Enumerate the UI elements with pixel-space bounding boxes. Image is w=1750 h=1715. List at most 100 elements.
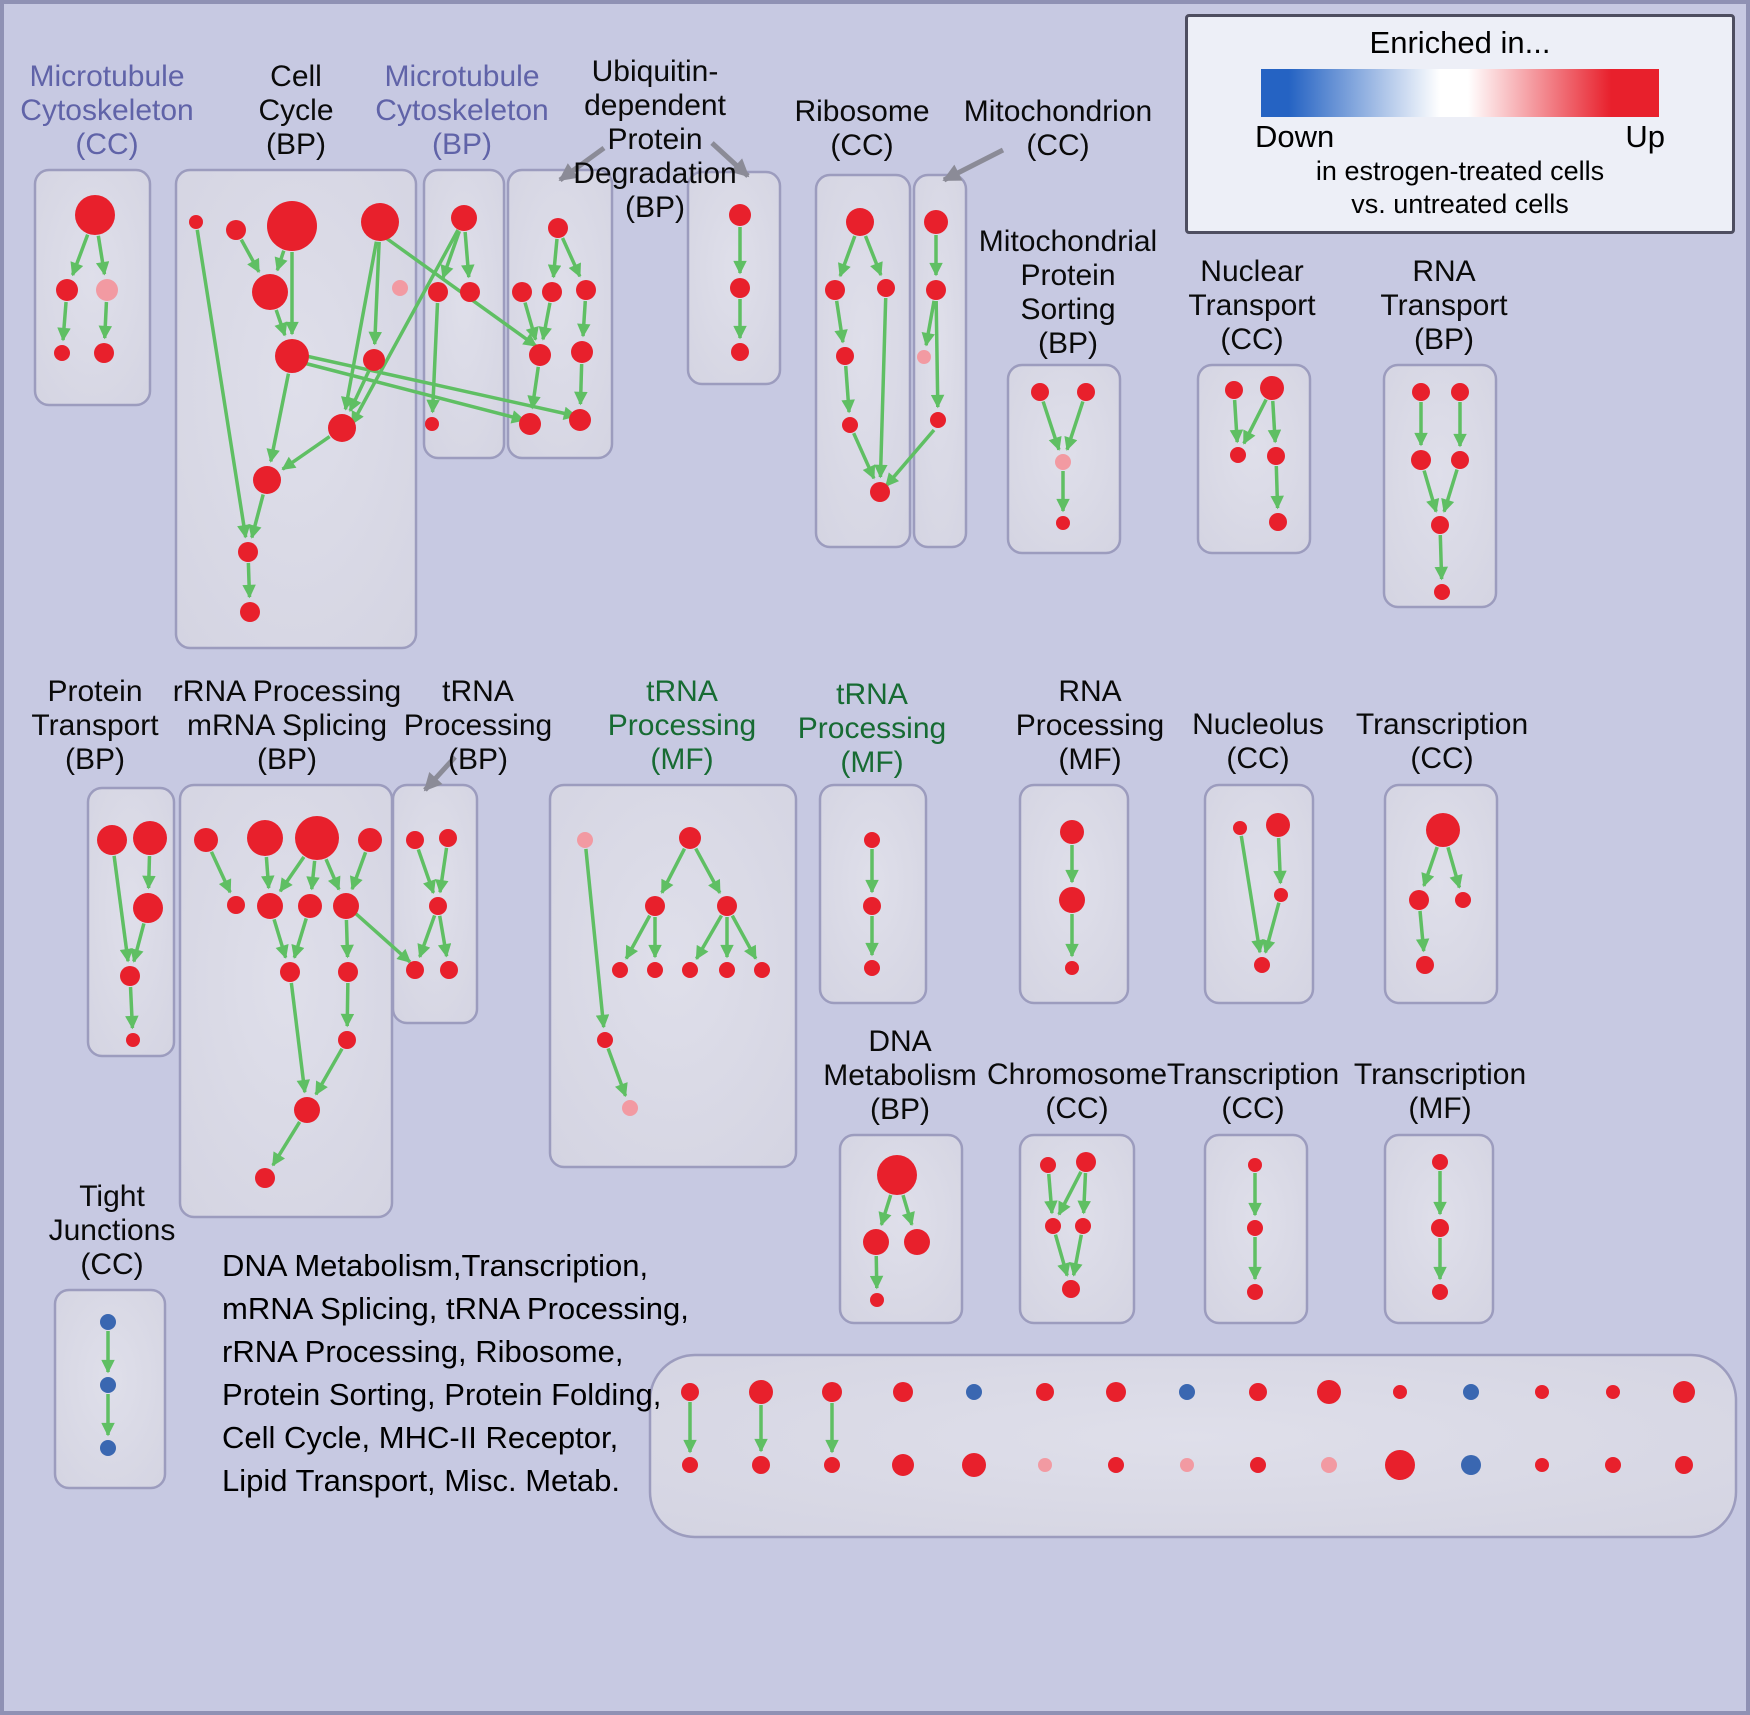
node bbox=[1463, 1384, 1479, 1400]
edge bbox=[527, 366, 541, 410]
edge bbox=[694, 847, 722, 895]
edge bbox=[416, 848, 436, 895]
node bbox=[824, 1457, 840, 1473]
node bbox=[904, 1229, 930, 1255]
node bbox=[1076, 1152, 1096, 1172]
node bbox=[1075, 1218, 1091, 1234]
node bbox=[597, 1032, 613, 1048]
caption-line: mRNA Splicing, tRNA Processing, bbox=[222, 1291, 689, 1326]
node bbox=[754, 962, 770, 978]
edge bbox=[1077, 1172, 1091, 1215]
node bbox=[1059, 887, 1085, 913]
node bbox=[295, 816, 339, 860]
node bbox=[425, 417, 439, 431]
group-box-ubiquitin-degradation-bp bbox=[506, 168, 614, 460]
node bbox=[682, 962, 698, 978]
edge bbox=[278, 855, 306, 893]
edge bbox=[694, 914, 724, 960]
edge bbox=[340, 919, 354, 959]
node bbox=[257, 893, 283, 919]
edge bbox=[437, 915, 452, 958]
node bbox=[892, 1454, 914, 1476]
node bbox=[1431, 1219, 1449, 1237]
label-pointer-arrow bbox=[710, 141, 750, 178]
node bbox=[1250, 1457, 1266, 1473]
node bbox=[730, 278, 750, 298]
edge bbox=[435, 847, 449, 894]
node bbox=[622, 1100, 638, 1116]
node bbox=[1606, 1385, 1620, 1399]
node bbox=[54, 345, 70, 361]
group-box-protein-transport-bp bbox=[86, 786, 176, 1058]
node bbox=[966, 1384, 982, 1400]
edge bbox=[142, 855, 156, 890]
node bbox=[542, 282, 562, 302]
edge bbox=[239, 238, 261, 274]
node bbox=[1248, 1158, 1262, 1172]
node bbox=[247, 820, 283, 856]
group-box-nucleolus-cc bbox=[1203, 783, 1315, 1005]
node bbox=[267, 201, 317, 251]
edge bbox=[417, 914, 437, 959]
node bbox=[519, 413, 541, 435]
node bbox=[100, 1314, 116, 1330]
node bbox=[298, 894, 322, 918]
node bbox=[1065, 961, 1079, 975]
edge bbox=[834, 300, 848, 344]
node bbox=[863, 897, 881, 915]
node bbox=[1455, 892, 1471, 908]
edge bbox=[461, 231, 475, 279]
caption-line: Lipid Transport, Misc. Metab. bbox=[222, 1463, 620, 1498]
edge bbox=[560, 237, 582, 278]
node bbox=[1247, 1284, 1263, 1300]
node bbox=[1461, 1455, 1481, 1475]
node bbox=[428, 282, 448, 302]
node bbox=[1412, 383, 1430, 401]
node bbox=[392, 280, 408, 296]
edge bbox=[1267, 400, 1282, 444]
edge bbox=[1239, 835, 1265, 954]
legend-gradient-bar bbox=[1261, 69, 1659, 117]
edge bbox=[274, 250, 288, 272]
edge bbox=[314, 1047, 344, 1096]
edge bbox=[1229, 399, 1244, 444]
node bbox=[577, 832, 593, 848]
group-box-trna-processing-mf-2 bbox=[818, 783, 928, 1005]
edge bbox=[1262, 902, 1281, 954]
node bbox=[238, 542, 258, 562]
caption-line: DNA Metabolism,Transcription, bbox=[222, 1248, 649, 1283]
edge bbox=[57, 301, 71, 342]
node bbox=[571, 341, 593, 363]
node bbox=[1451, 383, 1469, 401]
node bbox=[1108, 1457, 1124, 1473]
node bbox=[1230, 447, 1246, 463]
node bbox=[1036, 1383, 1054, 1401]
edge bbox=[884, 428, 936, 488]
node bbox=[1673, 1381, 1695, 1403]
node bbox=[863, 1229, 889, 1255]
edge bbox=[281, 435, 331, 471]
edge bbox=[1434, 534, 1448, 581]
edge bbox=[606, 1047, 628, 1098]
edge bbox=[340, 982, 355, 1028]
group-box-misc-clusters bbox=[648, 1353, 1738, 1539]
edge bbox=[130, 923, 146, 963]
node bbox=[1535, 1458, 1549, 1472]
node bbox=[126, 1033, 140, 1047]
group-box-rna-transport-bp bbox=[1382, 363, 1498, 609]
edge bbox=[863, 235, 883, 277]
node bbox=[548, 218, 568, 238]
node bbox=[1056, 516, 1070, 530]
node bbox=[842, 417, 858, 433]
node bbox=[1416, 956, 1434, 974]
node bbox=[822, 1382, 842, 1402]
node bbox=[406, 831, 424, 849]
label-pointer-arrow bbox=[942, 147, 1005, 183]
edge bbox=[1041, 400, 1062, 451]
label-pointer-arrow bbox=[558, 145, 606, 183]
node bbox=[1385, 1450, 1415, 1480]
edge bbox=[878, 1194, 893, 1227]
node bbox=[240, 602, 260, 622]
edge bbox=[1064, 400, 1085, 451]
